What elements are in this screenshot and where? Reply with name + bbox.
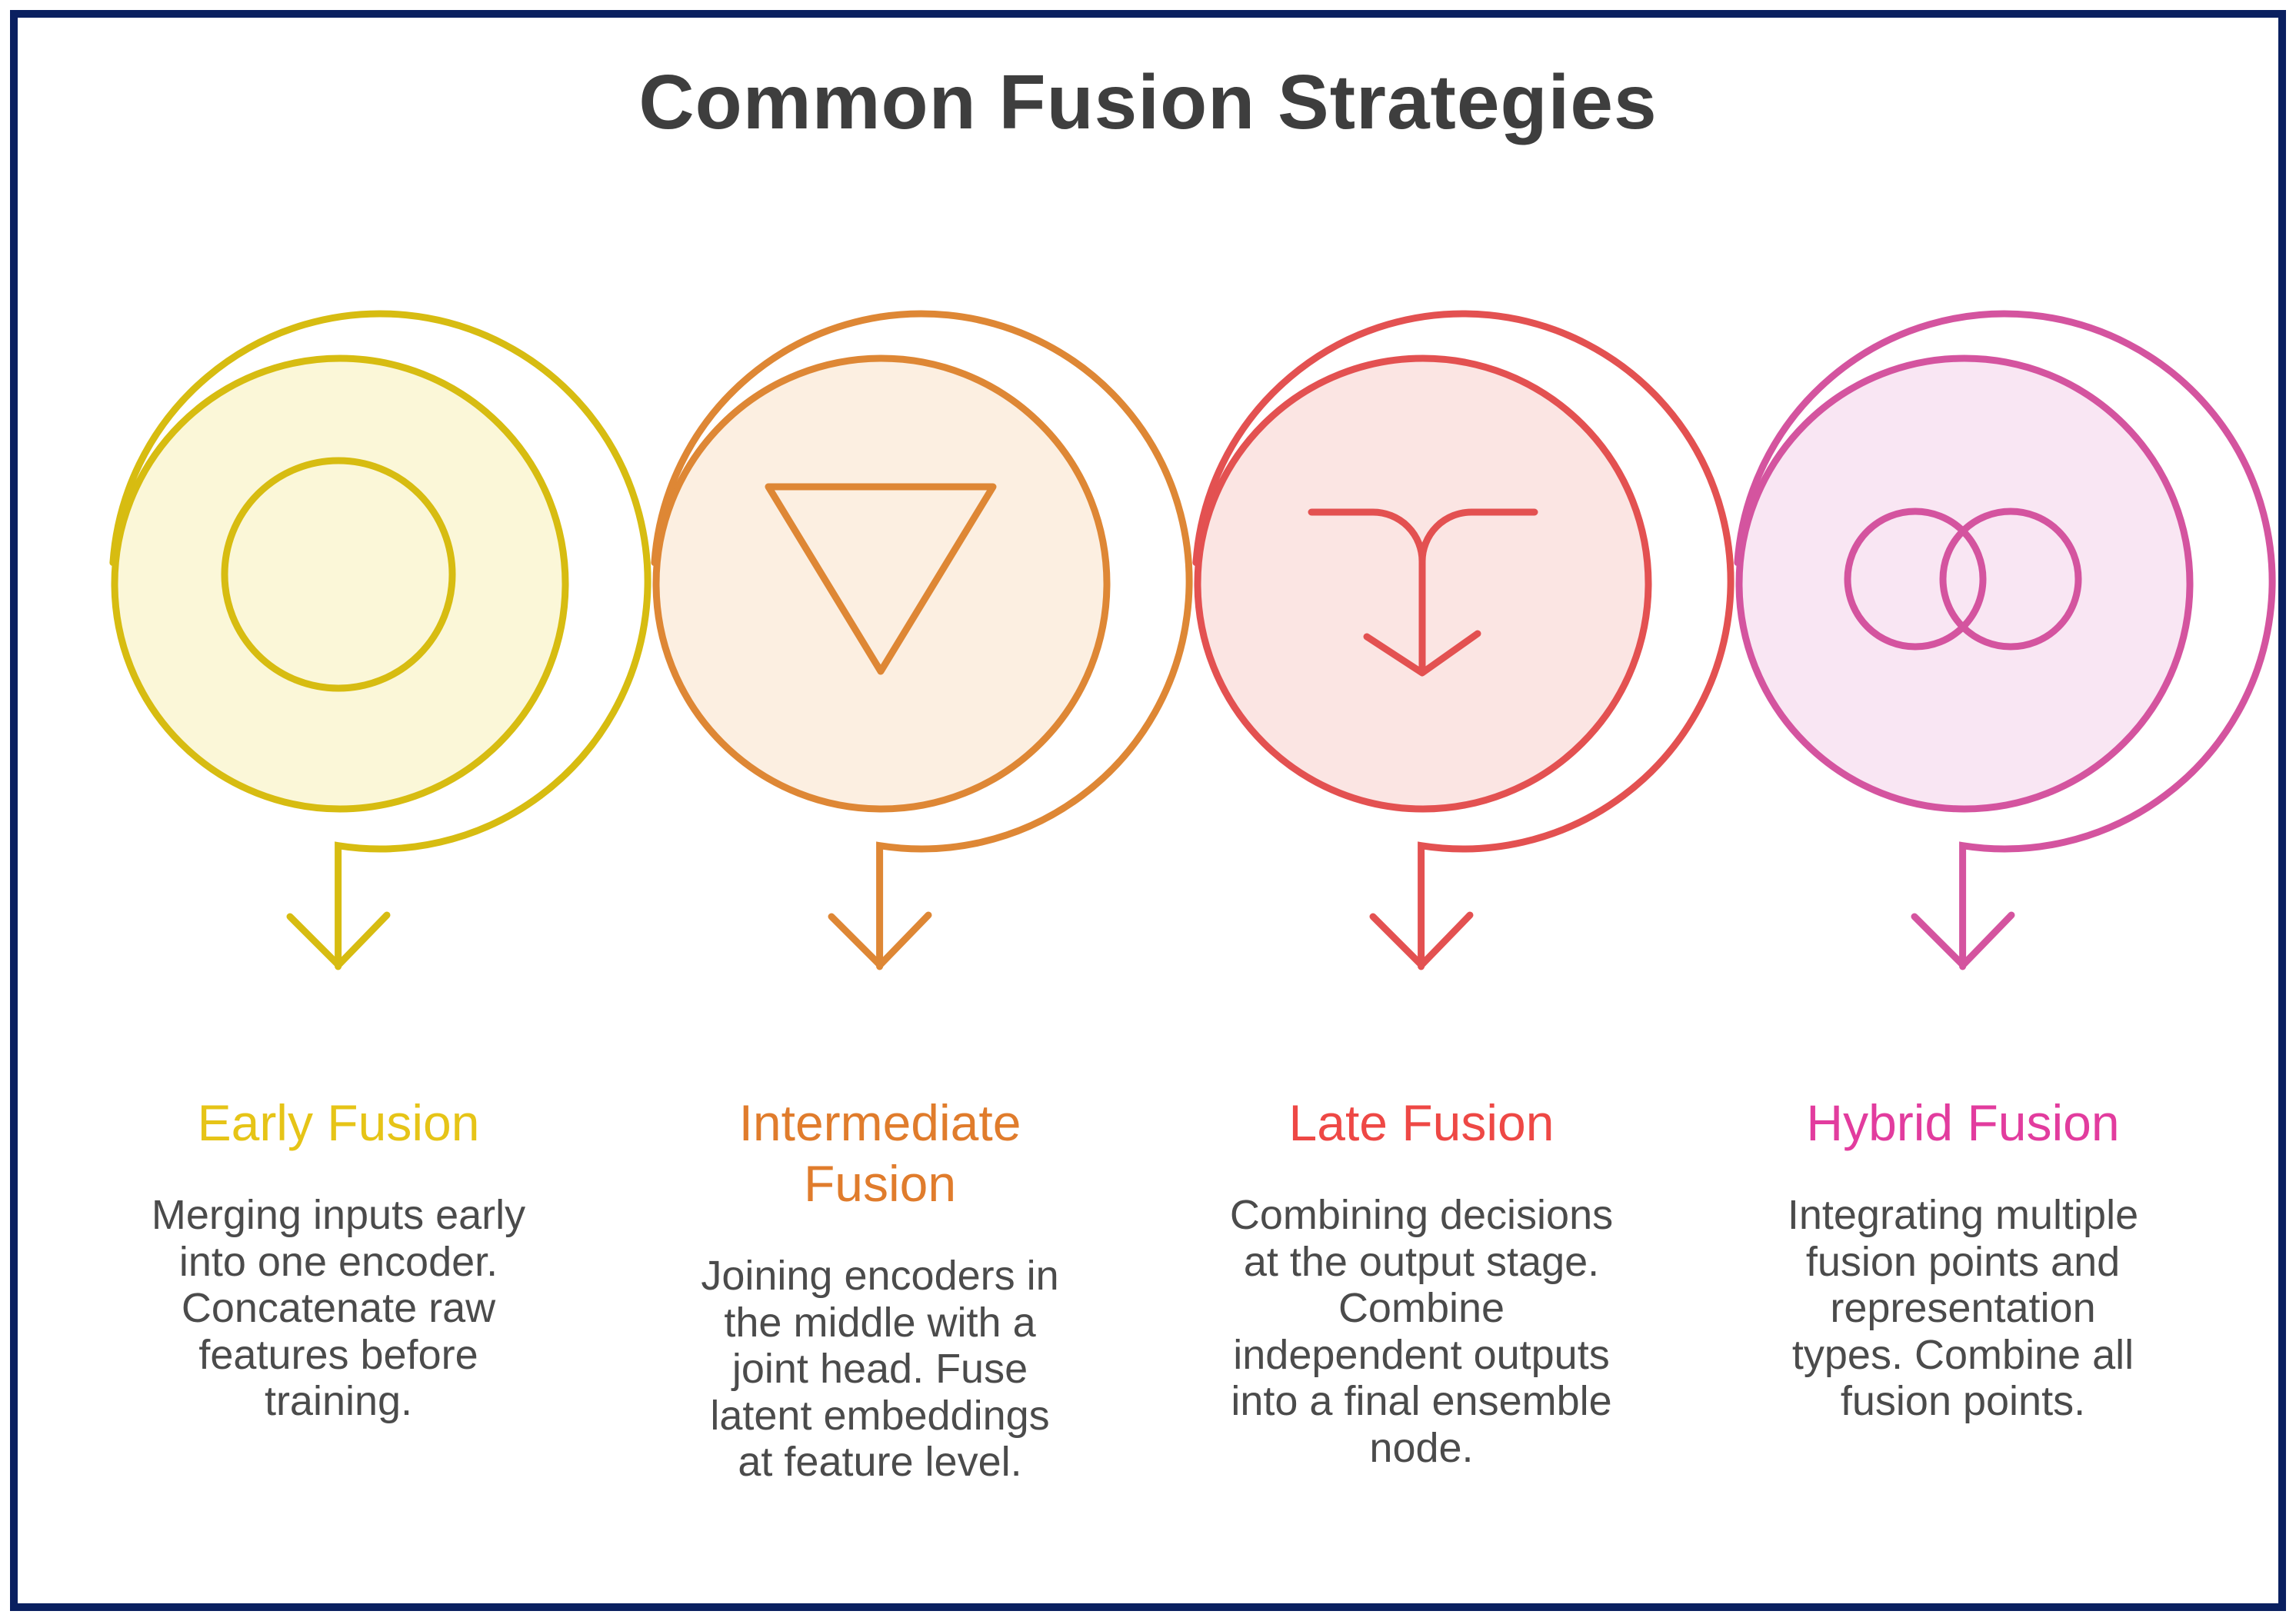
title-line: Fusion: [803, 1155, 957, 1213]
title-line: Intermediate: [738, 1094, 1021, 1151]
title-line: Early Fusion: [197, 1094, 480, 1151]
hybrid-fusion-icon-slot: [1720, 293, 2276, 1062]
intermediate-fusion-icon-slot: [637, 293, 1193, 1062]
description-line: at the output stage.: [1243, 1238, 1600, 1285]
down-arrow-icon: [828, 911, 932, 969]
outer-spiral-arc: [109, 310, 651, 970]
inner-filled-circle: [111, 354, 569, 813]
description-line: independent outputs: [1233, 1331, 1610, 1378]
hybrid-fusion-icon: [1734, 310, 2276, 970]
concentric-circle-glyph: [221, 457, 456, 692]
down-arrow-icon: [1369, 911, 1474, 969]
description-line: latent embeddings: [710, 1392, 1050, 1439]
inner-filled-circle: [652, 354, 1111, 813]
outer-spiral-arc: [1192, 310, 1734, 970]
fusion-icons-row: [95, 293, 2278, 1062]
merge-arrow-glyph: [1308, 508, 1538, 677]
hybrid-fusion-title: Hybrid Fusion: [1692, 1093, 2234, 1153]
outer-spiral-arc: [1734, 310, 2276, 970]
description-line: fusion points.: [1840, 1378, 2086, 1425]
early-fusion-icon: [109, 310, 651, 970]
early-fusion-title: Early Fusion: [68, 1093, 609, 1153]
late-fusion-icon: [1192, 310, 1734, 970]
description-line: Combining decisions: [1229, 1192, 1614, 1239]
description-line: Concatenate raw: [181, 1285, 496, 1332]
title-line: Late Fusion: [1288, 1094, 1555, 1151]
page-title: Common Fusion Strategies: [638, 59, 1658, 145]
description-line: Combine: [1338, 1285, 1505, 1332]
early-fusion-icon-slot: [95, 293, 651, 1062]
description-line: joint head. Fuse: [731, 1346, 1028, 1393]
description-line: types. Combine all: [1791, 1331, 2134, 1378]
description-line: the middle with a: [724, 1299, 1036, 1346]
description-line: Joining encoders in: [701, 1253, 1059, 1300]
description-line: features before: [198, 1331, 478, 1378]
description-line: Integrating multiple: [1787, 1192, 2139, 1239]
description-line: Merging inputs early: [151, 1192, 526, 1239]
title-line: Hybrid Fusion: [1806, 1094, 2120, 1151]
description-line: into one encoder.: [178, 1238, 498, 1285]
description-line: into a final ensemble: [1231, 1378, 1612, 1425]
description-line: fusion points and: [1805, 1238, 2121, 1285]
venn-overlap-glyph: [1844, 508, 2082, 651]
diagram-frame: Common Fusion Strategies Early Fusion Me…: [10, 10, 2286, 1611]
description-line: representation: [1830, 1285, 2096, 1332]
outer-spiral-arc: [651, 310, 1193, 970]
description-line: node.: [1369, 1424, 1474, 1471]
intermediate-fusion-icon: [651, 310, 1193, 970]
triangle-down-glyph: [765, 483, 997, 675]
down-arrow-icon: [1911, 911, 2015, 969]
down-arrow-icon: [286, 911, 391, 969]
description-line: at feature level.: [738, 1439, 1022, 1486]
late-fusion-title: Late Fusion: [1151, 1093, 1692, 1153]
late-fusion-icon-slot: [1178, 293, 1734, 1062]
inner-filled-circle: [1735, 354, 2194, 813]
description-line: training.: [264, 1378, 413, 1425]
